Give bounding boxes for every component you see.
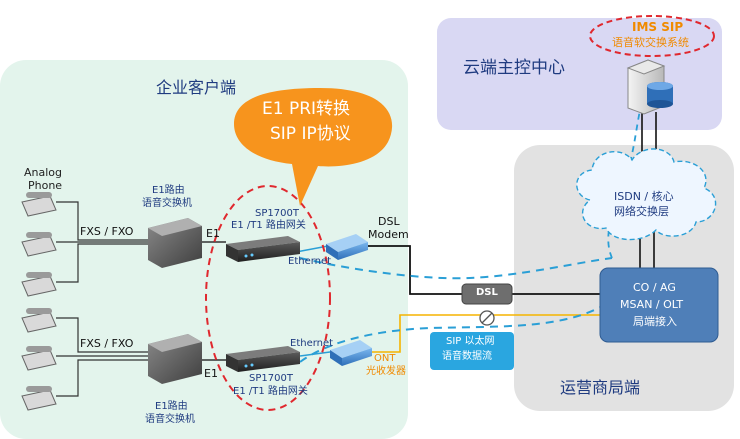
sip-box-line1: SIP 以太网 [446, 336, 495, 347]
phone-links-bottom [56, 317, 148, 397]
cloud-zone [437, 18, 722, 130]
co-box-shape [599, 267, 719, 343]
bottom-gateway-line2: E1 /T1 路由网关 [233, 386, 308, 397]
co-line1: CO / AG [633, 281, 676, 294]
top-gateway-line2: E1 /T1 路由网关 [231, 220, 306, 231]
ont-line2: 光收发器 [366, 366, 406, 377]
ont-line1: ONT [374, 353, 396, 364]
isdn-line2: 网络交换层 [614, 205, 669, 218]
enterprise-label: 企业客户端 [156, 78, 237, 97]
ims-subtitle: 语音软交换系统 [612, 36, 689, 49]
ims-title: IMS SIP [632, 20, 684, 34]
eth-link-bottom [299, 351, 331, 357]
isdn-cloud-shape [576, 148, 717, 241]
top-pbx-line1: E1路由 [152, 185, 185, 196]
callout-bubble [234, 88, 393, 206]
isdn-line1: ISDN / 核心 [614, 190, 674, 203]
callout-line1: E1 PRI转换 [262, 99, 351, 119]
phone-links-top [56, 201, 148, 283]
fiber-icon [479, 310, 495, 326]
carrier-label: 运营商局端 [560, 378, 641, 397]
analog-phone-line2: Phone [28, 179, 63, 192]
sip-box-line2: 语音数据流 [442, 351, 492, 362]
bottom-ethernet-label: Ethernet [290, 338, 334, 349]
bottom-gateway-line1: SP1700T [249, 373, 293, 384]
phone-icon [21, 192, 57, 411]
analog-phone-line1: Analog [24, 166, 63, 179]
dsl-modem-line2: Modem [368, 228, 409, 241]
top-gateway-line1: SP1700T [255, 208, 299, 219]
co-line3: 局端接入 [633, 315, 677, 328]
dsl-line [368, 245, 462, 295]
database-icon [647, 82, 673, 108]
gateway-highlight [205, 185, 331, 411]
gateway-icon [226, 236, 300, 372]
dsl-modem-line1: DSL [378, 215, 400, 228]
ims-highlight [589, 15, 715, 57]
bottom-pbx-line2: 语音交换机 [145, 414, 195, 425]
modem-icon [326, 234, 372, 366]
bottom-pbx-line1: E1路由 [155, 401, 188, 412]
top-e1-label: E1 [206, 227, 220, 240]
sip-box-shape [430, 332, 514, 370]
cloud-label: 云端主控中心 [463, 58, 565, 78]
top-ethernet-label: Ethernet [288, 256, 332, 267]
sip-flow-top [299, 257, 613, 280]
pbx-icon [148, 218, 202, 384]
bottom-fxs-label: FXS / FXO [80, 337, 134, 350]
top-pbx-line2: 语音交换机 [142, 198, 192, 209]
bottom-e1-label: E1 [204, 367, 218, 380]
top-fxs-label: FXS / FXO [80, 225, 134, 238]
co-line2: MSAN / OLT [620, 298, 684, 311]
fiber-line [370, 314, 600, 353]
callout-line2: SIP IP协议 [270, 124, 351, 144]
dsl-box-shape [461, 283, 513, 305]
dsl-box-label: DSL [476, 287, 498, 298]
